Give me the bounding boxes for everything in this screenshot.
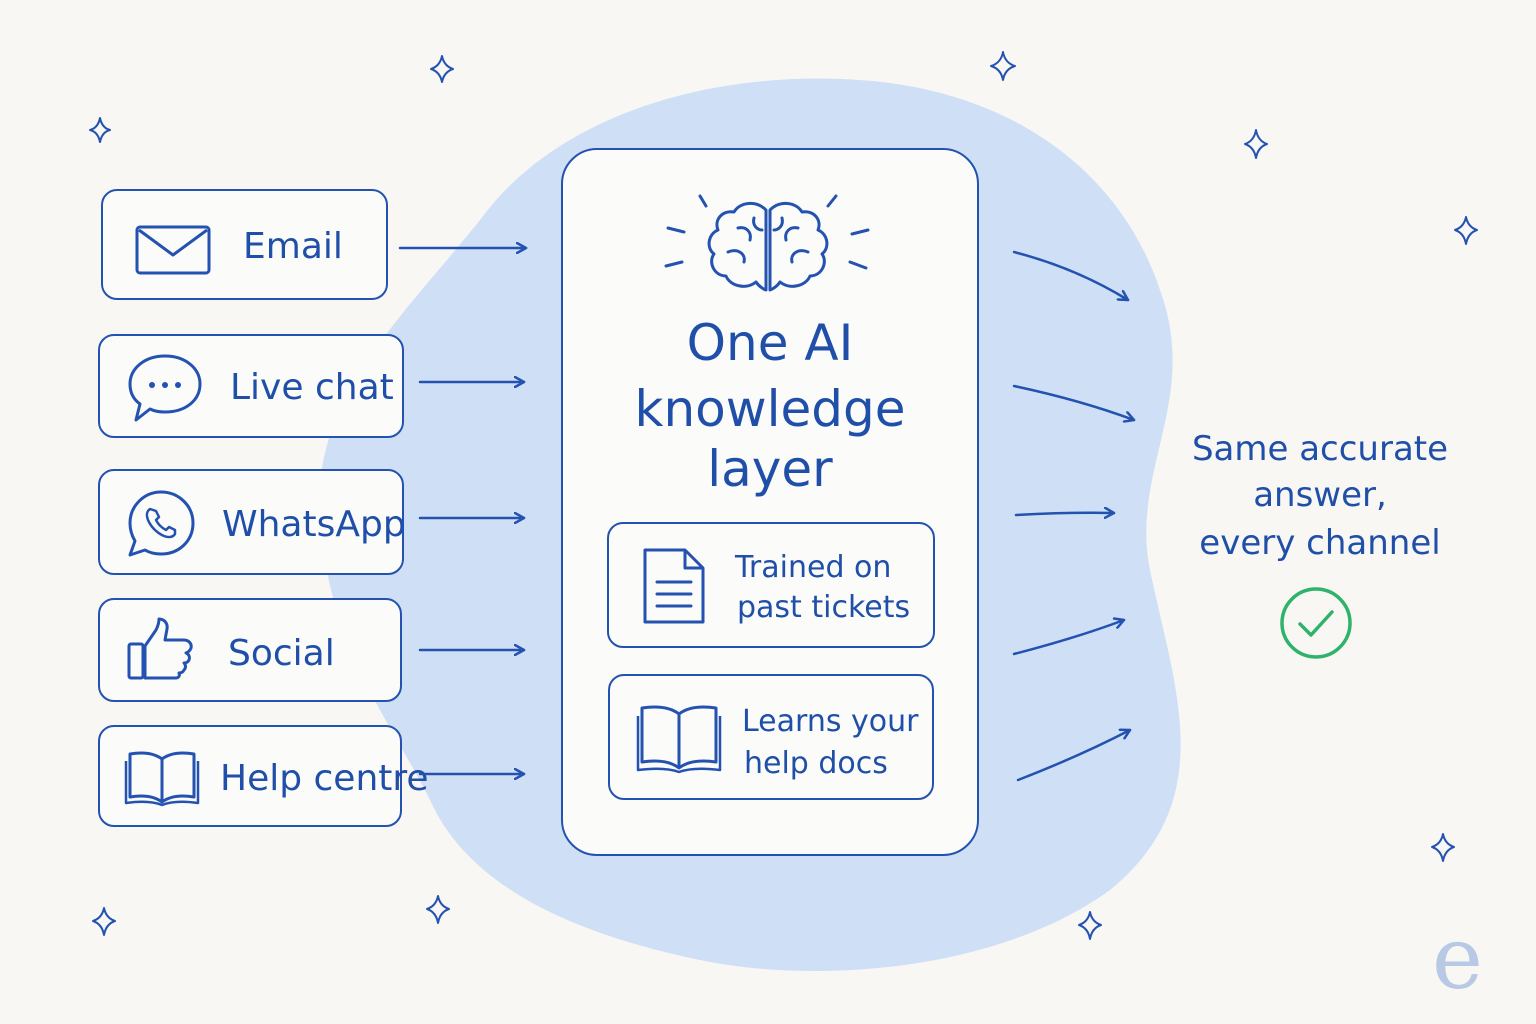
output-arrows <box>1012 250 1136 782</box>
envelope-icon <box>135 225 211 275</box>
sparkle-icon <box>1431 833 1455 862</box>
brain-icon <box>664 194 870 292</box>
whatsapp-icon <box>128 490 195 557</box>
sparkle-decorations <box>89 51 1478 940</box>
brand-logo: e <box>1432 909 1483 1009</box>
channel-label-help-centre: Help centre <box>220 758 429 799</box>
channel-label-live-chat: Live chat <box>230 367 394 408</box>
card-label-line-1: Trained on <box>735 550 892 585</box>
channel-whatsapp: WhatsApp <box>98 469 406 575</box>
sparkle-icon <box>92 907 116 936</box>
sparkle-icon <box>1454 216 1478 245</box>
chat-bubble-icon <box>128 354 202 422</box>
channel-help-centre: Help centre <box>98 725 429 827</box>
document-icon <box>643 548 705 624</box>
knowledge-layer-title-line-1: One AI <box>686 314 854 372</box>
card-trained-on-past-tickets: Trained on past tickets <box>607 522 935 648</box>
arrow-out-3 <box>1014 513 1116 515</box>
input-arrows <box>398 248 528 774</box>
channel-label-email: Email <box>243 226 343 267</box>
knowledge-layer-title-line-3: layer <box>707 440 833 498</box>
channel-email: Email <box>101 189 388 300</box>
arrow-out-4 <box>1012 620 1126 656</box>
sparkle-icon <box>430 55 454 83</box>
card-label-line-1: Learns your <box>742 704 919 739</box>
thumbs-up-icon <box>127 617 193 680</box>
sparkle-icon <box>1078 911 1102 940</box>
sparkle-icon <box>89 117 111 143</box>
arrow-out-2 <box>1012 384 1136 420</box>
open-book-icon <box>636 705 722 774</box>
result-text-line-1: Same accurate <box>1191 429 1449 469</box>
card-learns-your-help-docs: Learns your help docs <box>608 674 934 800</box>
sparkle-icon <box>990 51 1016 81</box>
sparkle-icon <box>1244 129 1268 159</box>
open-book-icon <box>124 751 200 807</box>
sparkle-icon <box>426 895 450 924</box>
arrow-out-1 <box>1012 250 1130 302</box>
card-label-line-2: help docs <box>744 746 888 781</box>
check-circle-icon <box>1280 587 1352 659</box>
knowledge-layer-title-line-2: knowledge <box>634 380 906 438</box>
channel-label-social: Social <box>228 633 335 674</box>
card-label-line-2: past tickets <box>737 590 911 625</box>
result-text-line-2: answer, <box>1253 475 1387 515</box>
arrow-out-5 <box>1016 730 1132 782</box>
channel-live-chat: Live chat <box>98 334 404 438</box>
channel-label-whatsapp: WhatsApp <box>222 504 406 545</box>
result-text-line-3: every channel <box>1199 523 1441 563</box>
channel-social: Social <box>98 598 402 702</box>
